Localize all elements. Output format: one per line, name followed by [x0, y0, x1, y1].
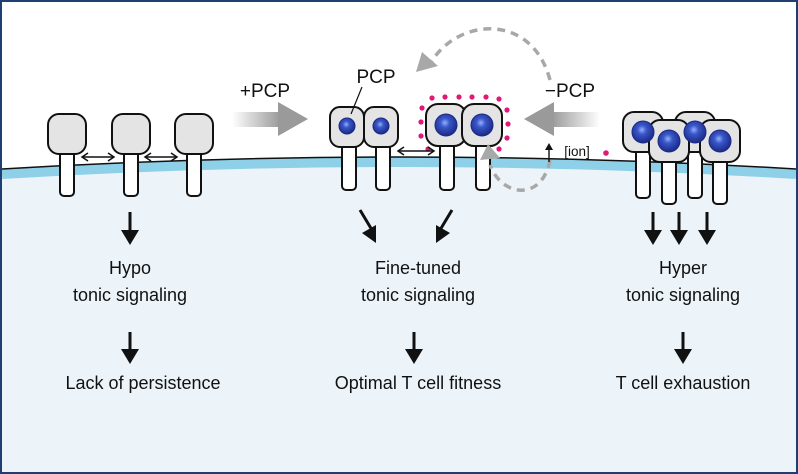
hyper-signal-line2: tonic signaling: [625, 285, 741, 305]
signal-arrows: [121, 209, 716, 245]
cell-membrane: [2, 157, 796, 179]
cytoplasm: [2, 162, 796, 472]
finetuned-signal-line2: tonic signaling: [360, 285, 476, 305]
outcome-arrows: [121, 332, 692, 364]
hypo-signal-line2: tonic signaling: [72, 285, 188, 305]
ion-increase-marker: [545, 143, 609, 162]
finetuned-outcome: Optimal T cell fitness: [334, 373, 502, 393]
hypo-signal-line1: Hypo: [108, 258, 152, 278]
pcp-nuclei-large: [434, 113, 494, 137]
plus-pcp-label: +PCP: [239, 81, 291, 102]
minus-pcp-label: −PCP: [544, 81, 596, 102]
hyper-nuclei: [631, 120, 732, 153]
receptor-interaction-arrow-middle: [396, 146, 436, 156]
pcp-leader-line: [350, 86, 363, 115]
pcp-label: PCP: [356, 67, 396, 88]
hypo-outcome: Lack of persistence: [65, 373, 221, 393]
hyper-signal-line1: Hyper: [658, 258, 708, 278]
hyper-outcome: T cell exhaustion: [615, 373, 751, 393]
finetuned-signal-line1: Fine-tuned: [374, 258, 462, 278]
ion-label: [ion]: [564, 144, 590, 159]
plus-pcp-arrow: [232, 102, 308, 136]
minus-pcp-arrow: [524, 102, 600, 136]
pcp-nuclei-small: [338, 117, 390, 135]
membrane-outline: [2, 156, 796, 170]
feedback-dashed-arrows: [428, 27, 552, 192]
receptor-interaction-arrows-left: [80, 152, 179, 162]
receptor-group-hypo: [47, 113, 214, 197]
feedback-arrowheads: [416, 52, 500, 160]
ion-dots-cluster: [418, 94, 511, 152]
